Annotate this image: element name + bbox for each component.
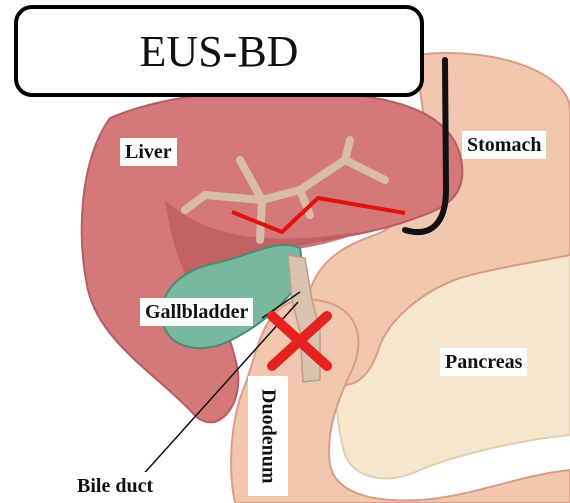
label-liver: Liver [120,138,177,166]
label-duodenum: Duodenum [257,389,280,483]
label-duodenum-box: Duodenum [248,376,288,496]
label-bile-duct: Bile duct [72,472,158,500]
label-stomach: Stomach [462,131,546,159]
title-text: EUS-BD [140,26,299,77]
label-pancreas: Pancreas [440,348,527,376]
title-box: EUS-BD [14,5,424,97]
label-gallbladder: Gallbladder [140,298,253,326]
